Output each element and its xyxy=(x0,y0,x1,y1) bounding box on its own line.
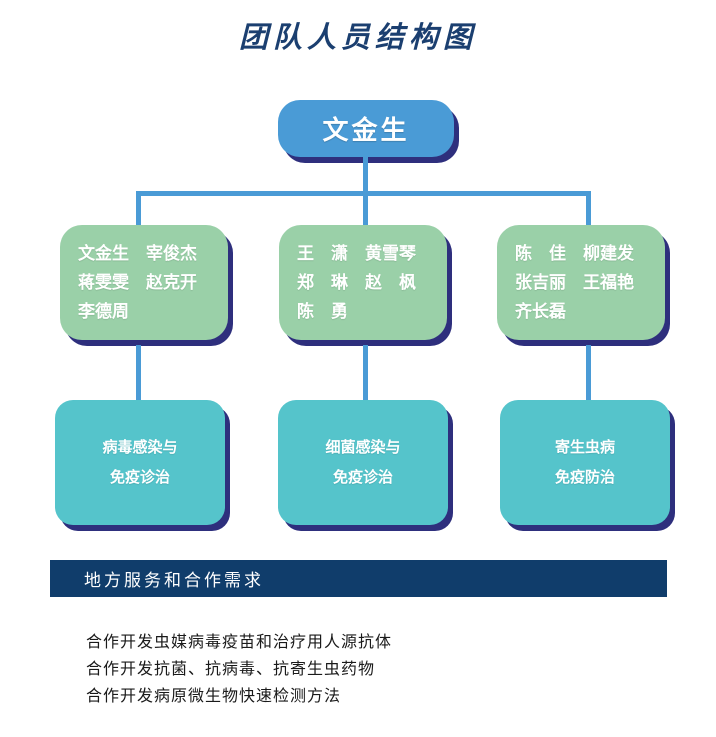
need-item: 合作开发病原微生物快速检测方法 xyxy=(86,686,342,705)
connector-team-3-to-topic-3 xyxy=(586,345,591,400)
need-item: 合作开发虫媒病毒疫苗和治疗用人源抗体 xyxy=(86,632,393,651)
team-name-row: 李德周 xyxy=(78,302,129,322)
connector-team-1-to-topic-1 xyxy=(136,345,141,400)
team-name-row: 齐长磊 xyxy=(515,302,566,322)
team-name-row: 蒋雯雯 赵克开 xyxy=(78,272,197,292)
connector-root-down xyxy=(363,157,368,193)
team-name-row: 文金生 宰俊杰 xyxy=(78,243,197,263)
connector-bus-to-team-1 xyxy=(136,191,141,227)
root-node-label: 文金生 xyxy=(322,115,410,145)
team-box-bacteria[interactable]: 王 潇 黄雪琴 郑 琳 赵 枫 陈 勇 xyxy=(279,225,447,340)
topic-line: 免疫诊治 xyxy=(109,468,170,486)
team-name-row: 郑 琳 赵 枫 xyxy=(297,272,416,292)
team-name-row: 王 潇 黄雪琴 xyxy=(297,243,416,263)
connector-team-2-to-topic-2 xyxy=(363,345,368,400)
topic-box-bacteria[interactable]: 细菌感染与 免疫诊治 xyxy=(278,400,448,525)
team-name-row: 陈 佳 柳建发 xyxy=(515,243,634,263)
connector-bus-to-team-2 xyxy=(363,191,368,227)
need-item: 合作开发抗菌、抗病毒、抗寄生虫药物 xyxy=(86,659,376,678)
topic-line: 寄生虫病 xyxy=(554,438,615,456)
team-name-row: 张吉丽 王福艳 xyxy=(515,272,634,292)
topic-line: 病毒感染与 xyxy=(102,438,178,456)
topic-line: 免疫诊治 xyxy=(332,468,393,486)
topic-box-virus[interactable]: 病毒感染与 免疫诊治 xyxy=(55,400,225,525)
root-node-wen-jinsheng[interactable]: 文金生 xyxy=(278,100,454,157)
needs-list: 合作开发虫媒病毒疫苗和治疗用人源抗体 合作开发抗菌、抗病毒、抗寄生虫药物 合作开… xyxy=(86,628,646,709)
connector-bus-to-team-3 xyxy=(586,191,591,227)
team-box-virus[interactable]: 文金生 宰俊杰 蒋雯雯 赵克开 李德周 xyxy=(60,225,228,340)
page-title: 团队人员结构图 xyxy=(238,20,477,54)
team-box-parasite[interactable]: 陈 佳 柳建发 张吉丽 王福艳 齐长磊 xyxy=(497,225,665,340)
topic-line: 细菌感染与 xyxy=(325,438,401,456)
topic-box-parasite[interactable]: 寄生虫病 免疫防治 xyxy=(500,400,670,525)
team-name-row: 陈 勇 xyxy=(297,302,348,322)
topic-line: 免疫防治 xyxy=(554,468,615,486)
banner-label: 地方服务和合作需求 xyxy=(84,571,264,591)
section-banner-local-service: 地方服务和合作需求 xyxy=(50,560,667,597)
